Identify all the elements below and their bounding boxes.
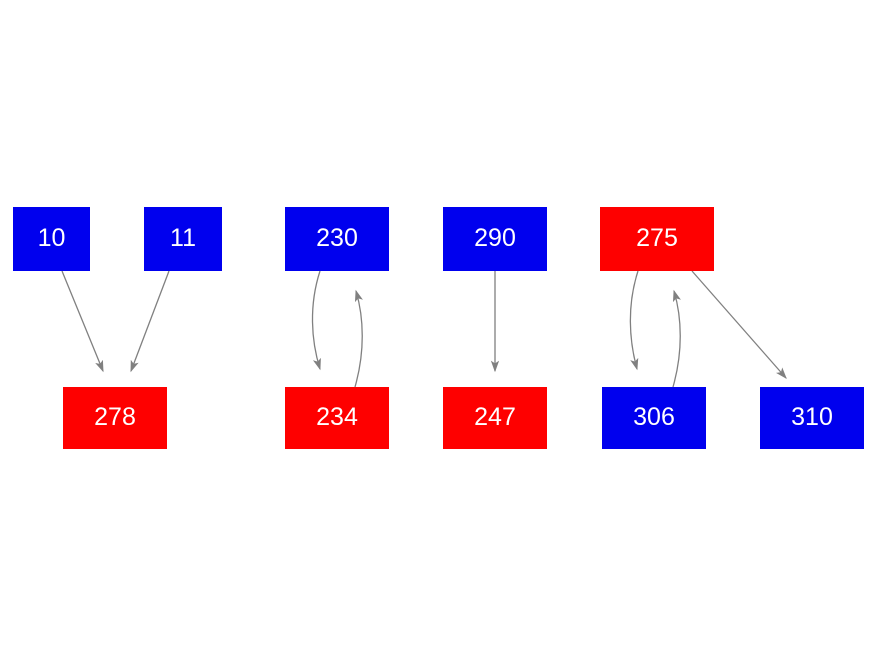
graph-node-label: 290 bbox=[474, 223, 516, 252]
graph-node-label: 278 bbox=[94, 402, 136, 431]
graph-node-label: 247 bbox=[474, 402, 516, 431]
graph-node-310[interactable]: 310 bbox=[760, 387, 864, 449]
graph-node-278[interactable]: 278 bbox=[63, 387, 167, 449]
graph-node-label: 234 bbox=[316, 402, 358, 431]
graph-node-label: 275 bbox=[636, 223, 678, 252]
graph-edge bbox=[354, 289, 363, 388]
graph-node-10[interactable]: 10 bbox=[13, 207, 90, 271]
graph-node-label: 230 bbox=[316, 223, 358, 252]
graph-node-11[interactable]: 11 bbox=[144, 207, 222, 271]
graph-edge bbox=[691, 270, 787, 379]
graph-node-275[interactable]: 275 bbox=[600, 207, 714, 271]
graph-node-234[interactable]: 234 bbox=[285, 387, 389, 449]
graph-edge bbox=[130, 270, 170, 373]
graph-edge bbox=[672, 289, 681, 388]
graph-node-label: 10 bbox=[37, 223, 66, 252]
edges-group bbox=[61, 270, 787, 388]
graph-node-290[interactable]: 290 bbox=[443, 207, 547, 271]
graph-node-230[interactable]: 230 bbox=[285, 207, 389, 271]
graph-edge bbox=[629, 270, 639, 371]
graph-node-label: 11 bbox=[170, 223, 196, 252]
graph-edge bbox=[61, 270, 104, 373]
graph-edge bbox=[311, 270, 321, 371]
graph-node-label: 310 bbox=[791, 402, 833, 431]
graph-node-247[interactable]: 247 bbox=[443, 387, 547, 449]
graph-node-label: 306 bbox=[633, 402, 675, 431]
graph-node-306[interactable]: 306 bbox=[602, 387, 706, 449]
